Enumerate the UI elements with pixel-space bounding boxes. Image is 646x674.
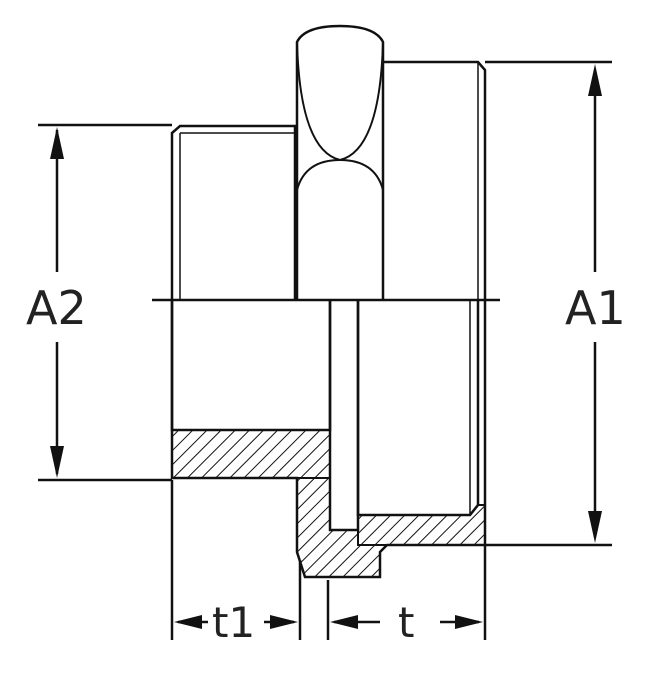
inner-channel bbox=[328, 300, 360, 532]
dimension-t bbox=[326, 545, 487, 640]
dimension-a2 bbox=[38, 123, 172, 482]
inner-bore-right bbox=[356, 300, 480, 517]
label-t: t bbox=[398, 598, 414, 647]
label-t1: t1 bbox=[212, 598, 255, 647]
male-thread-outline bbox=[170, 124, 297, 300]
dimension-a1 bbox=[485, 60, 612, 547]
hatch-right-wall bbox=[357, 504, 486, 546]
section-hatching bbox=[171, 429, 486, 578]
hex-nut-lower-face bbox=[296, 158, 384, 191]
hex-nut-outline bbox=[295, 24, 385, 300]
inner-bore-left bbox=[170, 300, 332, 432]
label-a1: A1 bbox=[565, 281, 626, 335]
dimension-t1 bbox=[170, 480, 302, 640]
exterior-view bbox=[170, 24, 487, 300]
hatch-left-wall bbox=[171, 429, 331, 479]
label-a2: A2 bbox=[26, 281, 87, 335]
female-body-outline bbox=[383, 60, 487, 300]
hex-nut-upper-face bbox=[296, 41, 384, 162]
